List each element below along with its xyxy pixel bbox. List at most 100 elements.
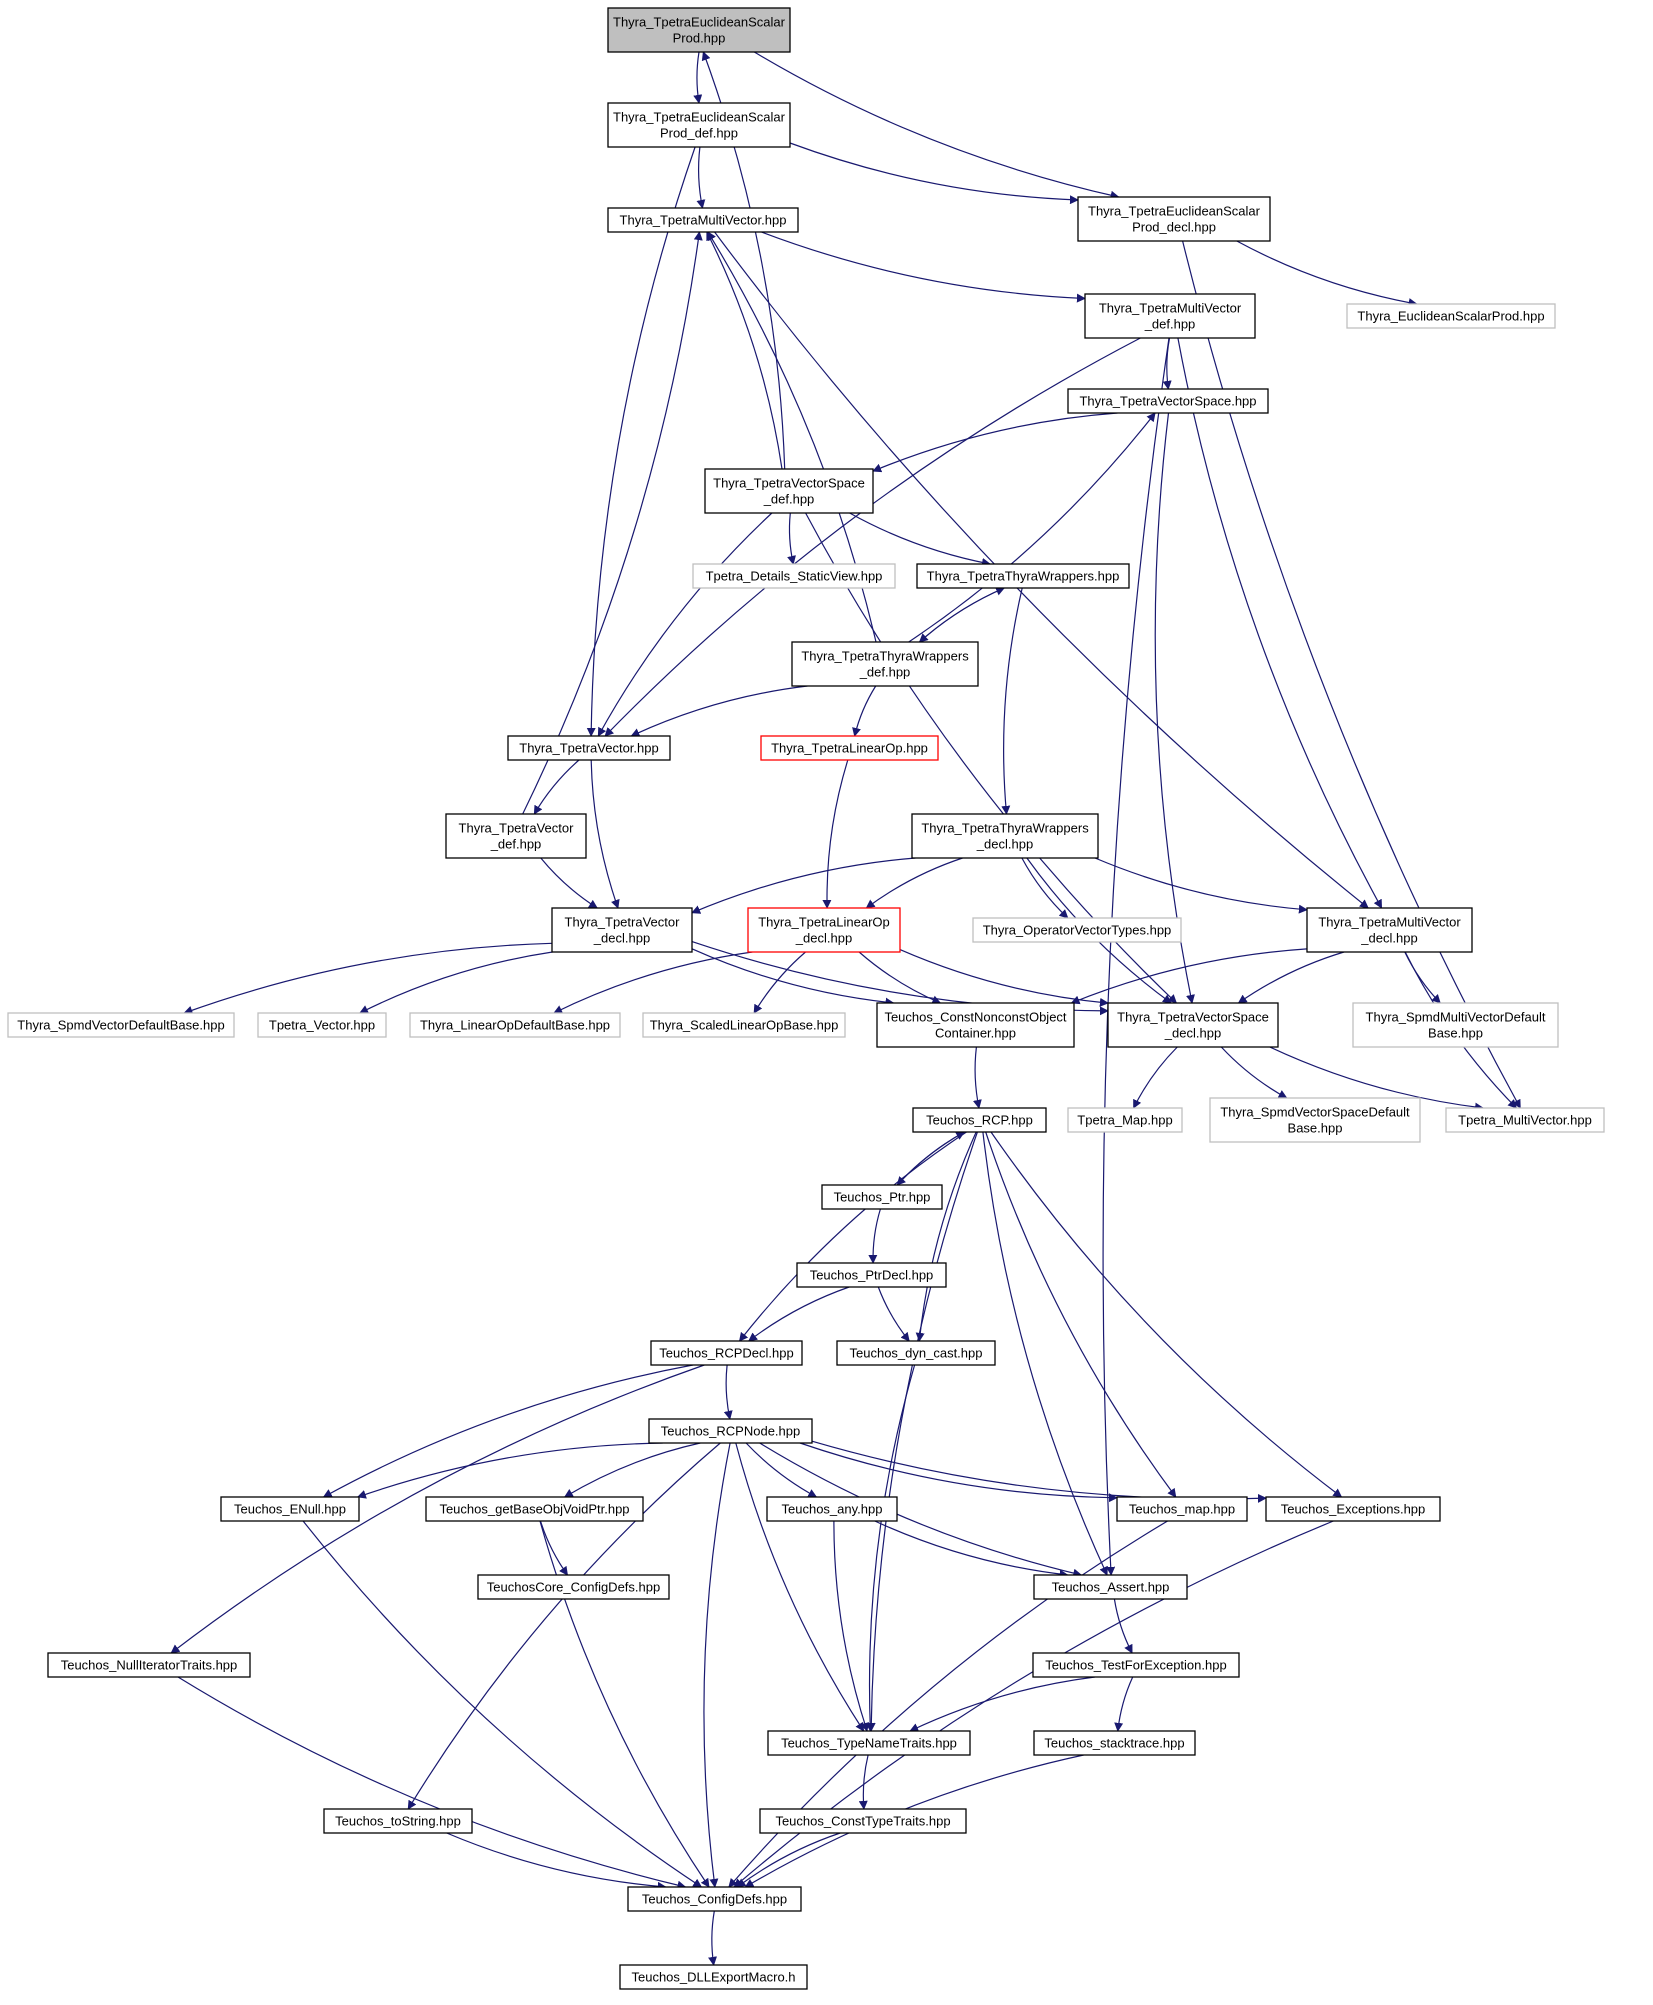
node-label: Tpetra_Details_StaticView.hpp (706, 569, 883, 584)
node-thyra-tpetravectorspace-hpp[interactable]: Thyra_TpetraVectorSpace.hpp (1067, 388, 1269, 414)
edge-assert-to-tfe (1113, 1598, 1133, 1654)
node-label: Teuchos_PtrDecl.hpp (810, 1268, 934, 1283)
node-teuchos-any-hpp[interactable]: Teuchos_any.hpp (766, 1496, 898, 1522)
node-box (911, 813, 1099, 859)
edge-rcpnode-to-any (745, 1442, 818, 1498)
node-label: _def.hpp (859, 665, 911, 680)
node-thyra-tpetralinearop-decl-hpp[interactable]: Thyra_TpetraLinearOp_decl.hpp (747, 907, 901, 953)
node-box (1067, 388, 1269, 414)
node-thyra-euclideanscalarprod-hpp[interactable]: Thyra_EuclideanScalarProd.hpp (1346, 303, 1556, 329)
node-teuchos-ptrdecl-hpp[interactable]: Teuchos_PtrDecl.hpp (796, 1262, 947, 1288)
edge-esp_def-to-mv (696, 146, 706, 209)
node-box (627, 1886, 802, 1912)
edge-rcpdecl-to-enull (322, 1364, 694, 1498)
node-tpetra-vector-hpp[interactable]: Tpetra_Vector.hpp (257, 1012, 387, 1038)
edge-tw_def-to-lo (852, 685, 877, 737)
node-thyra-spmdvectordefaultbase-hpp[interactable]: Thyra_SpmdVectorDefaultBase.hpp (7, 1012, 235, 1038)
node-teuchos-enull-hpp[interactable]: Teuchos_ENull.hpp (220, 1496, 360, 1522)
node-box (704, 468, 874, 514)
node-teuchos-getbaseobjvoidptr-hpp[interactable]: Teuchos_getBaseObjVoidPtr.hpp (425, 1496, 644, 1522)
node-teuchos-typenametraits-hpp[interactable]: Teuchos_TypeNameTraits.hpp (767, 1730, 971, 1756)
node-thyra-scaledlinearopbase-hpp[interactable]: Thyra_ScaledLinearOpBase.hpp (642, 1012, 846, 1038)
node-label: Thyra_SpmdVectorDefaultBase.hpp (17, 1018, 224, 1033)
edge-vec-to-vec_def (533, 759, 580, 815)
node-box (1265, 1496, 1441, 1522)
node-teuchos-testforexception-hpp[interactable]: Teuchos_TestForException.hpp (1032, 1652, 1240, 1678)
node-box (607, 102, 791, 148)
edge-tw_decl-to-lo_decl (865, 857, 963, 909)
node-tpetra-multivector-hpp[interactable]: Tpetra_MultiVector.hpp (1445, 1107, 1605, 1133)
node-teuchos-rcpnode-hpp[interactable]: Teuchos_RCPNode.hpp (648, 1418, 813, 1444)
node-teuchoscore-configdefs-hpp[interactable]: TeuchosCore_ConfigDefs.hpp (477, 1574, 670, 1600)
node-thyra-linearopdefaultbase-hpp[interactable]: Thyra_LinearOpDefaultBase.hpp (409, 1012, 621, 1038)
edge-esp_def-to-esp_decl (789, 142, 1079, 205)
edge-vec_decl-to-spmdvdb (183, 942, 553, 1015)
node-thyra-tpetramultivector-hpp[interactable]: Thyra_TpetraMultiVector.hpp (607, 207, 799, 233)
node-box (1067, 1107, 1183, 1133)
node-label: Tpetra_Vector.hpp (269, 1018, 375, 1033)
node-teuchos-tostring-hpp[interactable]: Teuchos_toString.hpp (323, 1808, 473, 1834)
node-label: Thyra_SpmdVectorSpaceDefault (1220, 1105, 1410, 1120)
node-box (836, 1340, 996, 1366)
node-teuchos-consttypetraits-hpp[interactable]: Teuchos_ConstTypeTraits.hpp (759, 1808, 967, 1834)
node-teuchos-rcpdecl-hpp[interactable]: Teuchos_RCPDecl.hpp (650, 1340, 803, 1366)
node-label: _def.hpp (490, 837, 542, 852)
node-label: Base.hpp (1288, 1121, 1343, 1136)
node-thyra-tpetralinearop-hpp[interactable]: Thyra_TpetraLinearOp.hpp (760, 735, 939, 761)
edge-any-to-assert (874, 1520, 1069, 1579)
node-teuchos-assert-hpp[interactable]: Teuchos_Assert.hpp (1033, 1574, 1188, 1600)
node-box (767, 1730, 971, 1756)
node-tpetra-map-hpp[interactable]: Tpetra_Map.hpp (1067, 1107, 1183, 1133)
node-label: Thyra_TpetraVectorSpace.hpp (1079, 394, 1256, 409)
node-thyra-tpetramultivector-def-hpp[interactable]: Thyra_TpetraMultiVector_def.hpp (1084, 293, 1256, 339)
node-teuchos-stacktrace-hpp[interactable]: Teuchos_stacktrace.hpp (1033, 1730, 1196, 1756)
node-label: Thyra_LinearOpDefaultBase.hpp (420, 1018, 610, 1033)
node-teuchos-nulliteratortraits-hpp[interactable]: Teuchos_NullIteratorTraits.hpp (47, 1652, 251, 1678)
node-teuchos-exceptions-hpp[interactable]: Teuchos_Exceptions.hpp (1265, 1496, 1441, 1522)
edge-vs_def-to-static (787, 512, 796, 565)
edge-root-to-esp_def (693, 51, 703, 104)
edge-nit-to-cd (177, 1676, 687, 1890)
node-thyra-tpetramultivector-decl-hpp[interactable]: Thyra_TpetraMultiVector_decl.hpp (1306, 907, 1473, 953)
edge-tw_def-to-vec (630, 685, 808, 737)
node-label: _decl.hpp (795, 931, 852, 946)
node-thyra-tpetravector-decl-hpp[interactable]: Thyra_TpetraVector_decl.hpp (551, 907, 693, 953)
edge-tw_def-to-vs (908, 412, 1156, 643)
edge-tnt-to-ctt (858, 1754, 869, 1810)
node-teuchos-dllexportmacro-h[interactable]: Teuchos_DLLExportMacro.h (619, 1964, 808, 1990)
edge-rcp-to-rcpdecl (738, 1131, 967, 1342)
edge-tw-to-tw_decl (1001, 587, 1023, 815)
node-teuchos-dyn-cast-hpp[interactable]: Teuchos_dyn_cast.hpp (836, 1340, 996, 1366)
node-label: Teuchos_stacktrace.hpp (1044, 1736, 1184, 1751)
node-label: _decl.hpp (1360, 931, 1417, 946)
node-box (916, 563, 1130, 589)
node-box (1445, 1107, 1605, 1133)
edge-rcpnode-to-enull (356, 1442, 663, 1499)
edge-vec_decl-to-cnoc (691, 948, 895, 1007)
node-teuchos-configdefs-hpp[interactable]: Teuchos_ConfigDefs.hpp (627, 1886, 802, 1912)
node-thyra-tpetrathyrawrappers-decl-hpp[interactable]: Thyra_TpetraThyraWrappers_decl.hpp (911, 813, 1099, 859)
node-thyra-operatorvectortypes-hpp[interactable]: Thyra_OperatorVectorTypes.hpp (972, 917, 1182, 943)
node-thyra-tpetravector-hpp[interactable]: Thyra_TpetraVector.hpp (507, 735, 671, 761)
node-box (642, 1012, 846, 1038)
edge-dyncast-to-tnt (865, 1364, 916, 1732)
node-thyra-tpetravectorspace-decl-hpp[interactable]: Thyra_TpetraVectorSpace_decl.hpp (1107, 1002, 1279, 1048)
node-teuchos-rcp-hpp[interactable]: Teuchos_RCP.hpp (912, 1107, 1047, 1133)
edge-rcp-to-exc (990, 1131, 1343, 1498)
node-thyra-tpetravectorspace-def-hpp[interactable]: Thyra_TpetraVectorSpace_def.hpp (704, 468, 874, 514)
node-box (257, 1012, 387, 1038)
node-thyra-tpetravector-def-hpp[interactable]: Thyra_TpetraVector_def.hpp (445, 813, 587, 859)
node-teuchos-map-hpp[interactable]: Teuchos_map.hpp (1116, 1496, 1248, 1522)
node-label: Teuchos_DLLExportMacro.h (631, 1970, 795, 1985)
node-teuchos-ptr-hpp[interactable]: Teuchos_Ptr.hpp (821, 1184, 943, 1210)
node-tpetra-details-staticview-hpp[interactable]: Tpetra_Details_StaticView.hpp (692, 563, 896, 589)
node-thyra-tpetrathyrawrappers-def-hpp[interactable]: Thyra_TpetraThyraWrappers_def.hpp (791, 641, 979, 687)
node-thyra-tpetrathyrawrappers-hpp[interactable]: Thyra_TpetraThyraWrappers.hpp (916, 563, 1130, 589)
edge-gbovp-to-cd (539, 1520, 710, 1888)
